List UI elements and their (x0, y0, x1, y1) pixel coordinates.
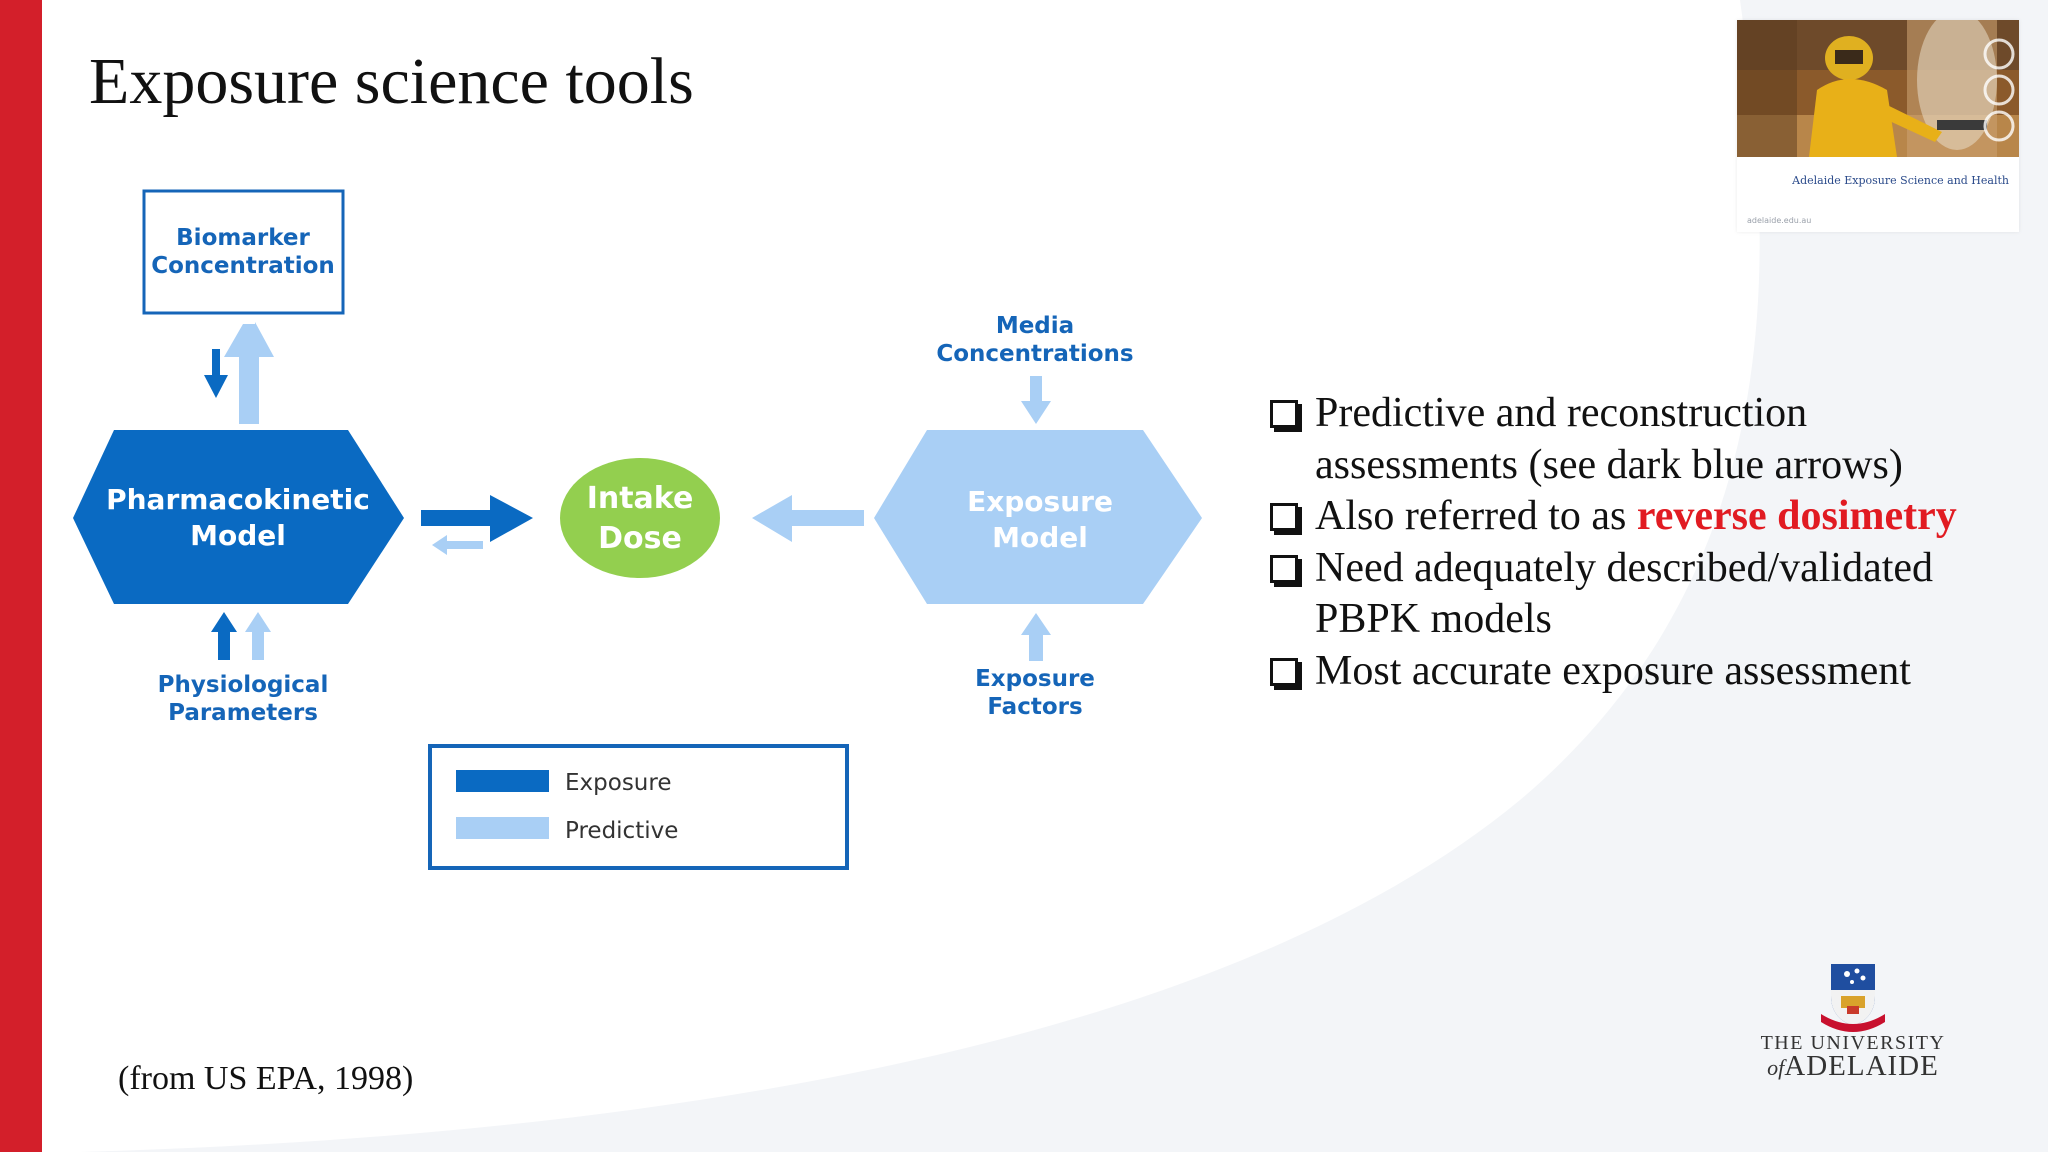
crest-icon (1821, 964, 1885, 1032)
checkbox-bullet-icon (1270, 554, 1298, 583)
legend-swatch-predictive (456, 817, 549, 839)
arrow-down-light (1021, 376, 1051, 424)
media-label: Media (996, 313, 1074, 339)
exposure-model-label: Exposure (967, 485, 1113, 518)
intake-dose-label: Intake (587, 481, 694, 516)
worker-photo (1737, 20, 2019, 157)
thumbnail-url: adelaide.edu.au (1747, 216, 1812, 225)
bullet-text: Most accurate exposure assessment (1315, 647, 1911, 694)
pk-model-hexagon (73, 430, 404, 604)
biomarker-box (142, 189, 345, 315)
checkbox-bullet-icon (1270, 400, 1298, 428)
legend-swatch-exposure (456, 770, 549, 792)
legend-label-predictive: Predictive (565, 818, 678, 844)
pk-model-label: Model (190, 519, 286, 552)
arrow-right-dark (421, 495, 533, 542)
arrow-down-dark (204, 349, 228, 398)
biomarker-label: Concentration (151, 253, 335, 279)
arrow-up-light (1021, 613, 1051, 661)
exposure-factors-label: Factors (987, 694, 1082, 720)
arrow-left-light (752, 495, 864, 542)
arrow-up-light (224, 322, 274, 424)
bullet-text: Also referred to as (1315, 493, 1637, 539)
legend-box (428, 744, 849, 870)
logo-text-line2: ofADELAIDE (1738, 1050, 1968, 1083)
legend-label-exposure: Exposure (565, 770, 671, 796)
logo-text-line1: THE UNIVERSITY (1760, 1032, 1946, 1054)
biomarker-label: Biomarker (176, 225, 310, 251)
arrow-left-light (432, 535, 483, 555)
bullet-text: Need adequately described/validated PBPK… (1315, 544, 1934, 643)
bullet-text: Predictive and reconstruction assessment… (1315, 390, 1903, 488)
bullet-item: Predictive and reconstruction assessment… (1268, 388, 1988, 491)
bullet-item: Most accurate exposure assessment (1268, 646, 1988, 698)
physiological-label: Physiological (158, 672, 329, 698)
logo-text-adelaide: ADELAIDE (1784, 1050, 1939, 1082)
physiological-label: Parameters (168, 700, 318, 726)
accent-bar (0, 0, 42, 1152)
arrow-up-dark (211, 612, 237, 660)
bullet-list: Predictive and reconstruction assessment… (1268, 388, 1988, 697)
pk-model-label: Pharmacokinetic (106, 483, 370, 516)
source-citation: (from US EPA, 1998) (118, 1060, 414, 1097)
logo-text-of: of (1767, 1055, 1785, 1080)
checkbox-bullet-icon (1270, 657, 1298, 686)
intake-dose-label: Dose (598, 521, 682, 556)
arrow-up-light (245, 612, 271, 660)
bullet-emphasis: reverse dosimetry (1636, 493, 1957, 539)
exposure-diagram: Biomarker Concentration Pharmacokinetic … (73, 189, 1202, 870)
exposure-model-label: Model (992, 521, 1088, 554)
exposure-model-hexagon (874, 430, 1202, 604)
thumbnail-caption: Adelaide Exposure Science and Health (1792, 174, 2009, 187)
intake-dose-ellipse (560, 458, 720, 578)
bullet-item: Need adequately described/validated PBPK… (1268, 543, 1988, 646)
thumbnail-image: Adelaide Exposure Science and Health ade… (1737, 20, 2019, 232)
bullet-item: Also referred to as reverse dosimetry (1268, 491, 1988, 543)
checkbox-bullet-icon (1270, 503, 1298, 531)
university-logo: THE UNIVERSITY ofADELAIDE (1738, 962, 1968, 1088)
media-label: Concentrations (936, 341, 1133, 367)
exposure-factors-label: Exposure (975, 666, 1095, 692)
page-title: Exposure science tools (89, 45, 694, 118)
